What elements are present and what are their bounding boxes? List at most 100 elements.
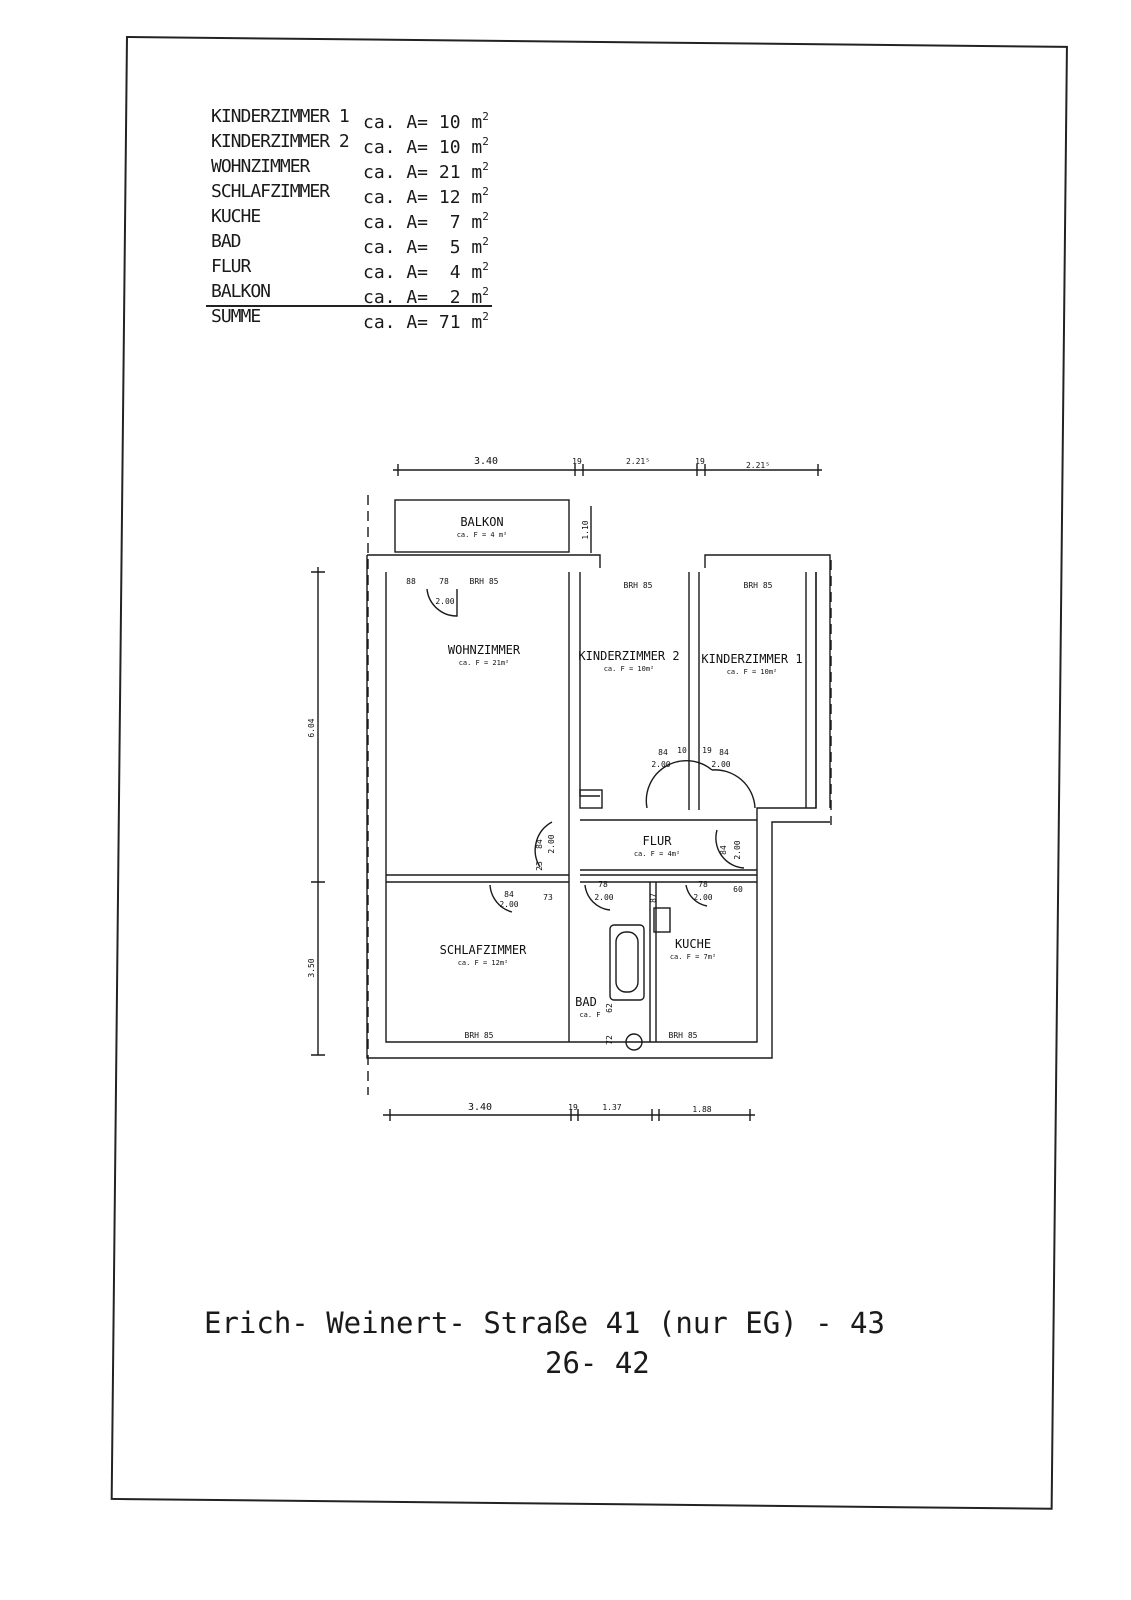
area-row: BAD ca. A= 5 m2	[211, 229, 491, 258]
dim-label-31: 73	[543, 893, 553, 902]
area-unit-sup: 2	[482, 110, 489, 123]
area-unit-sup: 2	[482, 210, 489, 223]
area-room-value: ca. A= 4 m2	[363, 254, 489, 285]
dim-label-21: 84	[719, 748, 729, 757]
dim-label-32: BRH 85	[465, 1031, 494, 1040]
area-room-value: ca. A= 12 m2	[363, 179, 489, 210]
dim-label-7: 1.37	[602, 1103, 621, 1112]
area-room-value: ca. A= 10 m2	[363, 129, 489, 160]
address-line-1: Erich- Weinert- Straße 41 (nur EG) - 43	[204, 1306, 885, 1340]
dim-label-18: 84	[658, 748, 668, 757]
area-room-value: ca. A= 7 m2	[363, 204, 489, 235]
address-line-2: 26- 42	[545, 1346, 650, 1380]
room-name-balkon: BALKON	[460, 515, 503, 529]
area-room-name: KINDERZIMMER 2	[211, 131, 350, 152]
dim-label-36: 78	[698, 880, 708, 889]
room-area-kinderzimmer1: ca. F = 10m²	[727, 668, 778, 676]
guide-dashed-left	[367, 495, 832, 1095]
area-value-text: ca. A= 10 m	[363, 137, 483, 158]
bathtub	[609, 924, 645, 1001]
room-area-schlafzimmer: ca. F = 12m²	[458, 959, 509, 967]
area-unit-sup: 2	[482, 285, 489, 298]
area-unit-sup: 2	[482, 235, 489, 248]
area-value-text: ca. A= 2 m	[363, 287, 483, 308]
door-swing-kuche	[685, 884, 708, 907]
outer-wall-outer-line	[366, 554, 831, 1059]
balkon-outline	[394, 499, 570, 553]
dim-label-29: 84	[504, 890, 514, 899]
room-name-wohnzimmer: WOHNZIMMER	[448, 643, 521, 657]
room-name-schlafzimmer: SCHLAFZIMMER	[440, 943, 527, 957]
room-name-flur: FLUR	[643, 834, 673, 848]
area-room-name: KUCHE	[211, 206, 261, 227]
dim-label-25: 2.00	[547, 834, 556, 853]
area-row: KUCHE ca. A= 7 m2	[211, 204, 491, 233]
chimney	[653, 907, 671, 933]
dim-label-3: 19	[695, 457, 705, 466]
dim-label-4: 2.21⁵	[746, 461, 770, 470]
window-niche	[579, 789, 603, 809]
sum-rule	[206, 305, 492, 307]
area-value-text: ca. A= 21 m	[363, 162, 483, 183]
door-swing-bad	[584, 884, 611, 911]
area-room-value: ca. A= 10 m2	[363, 104, 489, 135]
area-room-value: ca. A= 5 m2	[363, 229, 489, 260]
room-area-bad: ca. F	[579, 1011, 600, 1019]
room-area-kuche: ca. F = 7m²	[670, 953, 716, 961]
area-unit-sup: 2	[482, 160, 489, 173]
dim-label-34: 2.00	[594, 893, 613, 902]
bathtub-inner	[615, 931, 639, 993]
door-swing-wz2	[534, 821, 553, 868]
room-name-kuche: KUCHE	[675, 937, 711, 951]
room-name-kinderzimmer1: KINDERZIMMER 1	[701, 652, 802, 666]
door-swing-sz	[489, 884, 513, 913]
area-room-name: BAD	[211, 231, 241, 252]
dim-label-30: 2.00	[499, 900, 518, 909]
dim-label-2: 2.21⁵	[626, 457, 650, 466]
dim-ticks	[311, 464, 819, 1121]
dim-label-28: 2.00	[733, 840, 742, 859]
area-value-text: ca. A= 7 m	[363, 212, 483, 233]
dim-label-24: 84	[535, 839, 544, 849]
dim-label-26: 23	[535, 861, 544, 871]
dim-label-35: 87	[649, 893, 658, 903]
area-row: BALKON ca. A= 2 m2	[211, 279, 491, 308]
area-room-name: SCHLAFZIMMER	[211, 181, 330, 202]
room-name-bad: BAD	[575, 995, 597, 1009]
room-labels: BALKON ca. F = 4 m² WOHNZIMMER ca. F = 21m²…	[440, 515, 803, 1019]
area-room-name: BALKON	[211, 281, 271, 302]
door-swing-wz	[426, 588, 458, 617]
area-room-name: SUMME	[211, 306, 261, 327]
dim-label-6: 19	[568, 1103, 578, 1112]
dim-label-38: 60	[733, 885, 743, 894]
dim-label-22: 2.00	[651, 760, 670, 769]
door-swing-flur	[715, 829, 745, 869]
area-room-value: ca. A= 71 m2	[363, 304, 489, 335]
dim-label-1: 19	[572, 457, 582, 466]
dim-label-10: 3.50	[307, 958, 316, 977]
area-value-text: ca. A= 5 m	[363, 237, 483, 258]
door-swing-kz	[645, 760, 756, 809]
dim-label-19: 10	[677, 746, 687, 755]
dim-label-0: 3.40	[474, 456, 498, 467]
room-area-wohnzimmer: ca. F = 21m²	[459, 659, 510, 667]
area-value-text: ca. A= 71 m	[363, 312, 483, 333]
room-area-kinderzimmer2: ca. F = 10m²	[604, 665, 655, 673]
dim-label-8: 1.88	[692, 1105, 711, 1114]
area-unit-sup: 2	[482, 185, 489, 198]
dim-label-15: 2.00	[435, 597, 454, 606]
dim-label-9: 6.04	[307, 718, 316, 737]
dim-label-20: 19	[702, 746, 712, 755]
area-row: SUMME ca. A= 71 m2	[211, 304, 491, 333]
dim-label-12: 88	[406, 577, 416, 586]
area-row: KINDERZIMMER 2 ca. A= 10 m2	[211, 129, 491, 158]
dim-label-17: BRH 85	[744, 581, 773, 590]
area-row: SCHLAFZIMMER ca. A= 12 m2	[211, 179, 491, 208]
area-unit-sup: 2	[482, 260, 489, 273]
room-area-balkon: ca. F = 4 m²	[457, 531, 508, 539]
